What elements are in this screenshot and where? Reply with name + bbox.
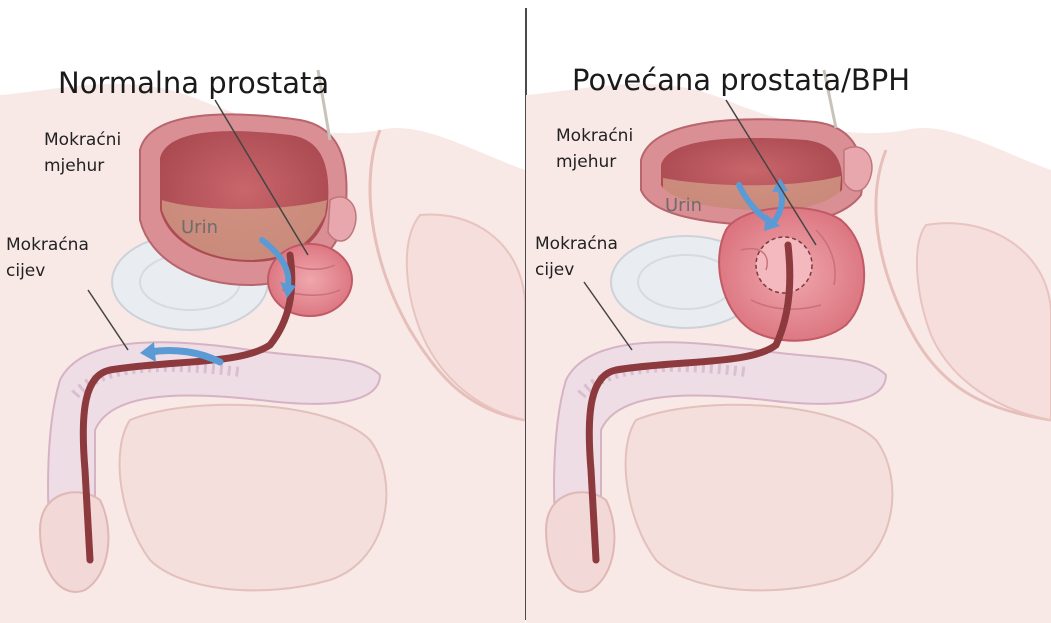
scrotum xyxy=(626,405,893,591)
bladder-label-line2: mjehur xyxy=(44,157,104,177)
urethra-label-line2: cijev xyxy=(535,261,574,281)
urethra-label-line1: Mokraćna xyxy=(535,235,618,255)
urine-label: Urin xyxy=(665,196,702,217)
scrotum xyxy=(120,405,387,591)
panel-title: Povećana prostata/BPH xyxy=(572,64,910,97)
seminal-vesicle xyxy=(328,197,356,241)
urine-label: Urin xyxy=(181,218,218,239)
compressed-urethra-zone xyxy=(756,237,812,293)
seminal-vesicle xyxy=(844,147,872,191)
panel-title: Normalna prostata xyxy=(58,67,329,100)
bladder-label-line1: Mokraćni xyxy=(44,131,121,151)
bladder-label-line2: mjehur xyxy=(556,153,616,173)
urethra-label-line2: cijev xyxy=(6,262,45,282)
enlarged-prostate-panel: Povećana prostata/BPH Mokraćni mjehur Ur… xyxy=(526,0,1051,623)
bladder-label-line1: Mokraćni xyxy=(556,127,633,147)
urethra-label-line1: Mokraćna xyxy=(6,236,89,256)
normal-prostate-panel: Normalna prostata Mokraćni mjehur Urin M… xyxy=(0,0,525,623)
